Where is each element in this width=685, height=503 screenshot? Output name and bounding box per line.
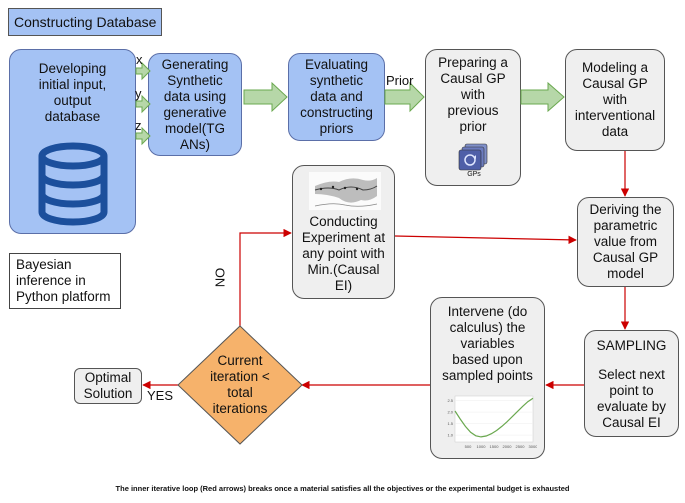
sampling-title: SAMPLING: [596, 338, 667, 353]
chart-xtick-label: 500: [465, 444, 472, 449]
red-arrow-decision-no: [239, 228, 292, 326]
green-arrow-z: [135, 126, 151, 146]
developing-database-box: Developing initial input, output databas…: [9, 49, 136, 234]
chart-ytick-label: 1.0: [447, 433, 453, 438]
chart-ytick-label: 1.5: [447, 421, 453, 426]
chart-series-line: [454, 397, 534, 438]
conducting-experiment-box: Conducting Experiment at any point with …: [292, 165, 395, 299]
decision-diamond: [177, 325, 303, 445]
generating-synthetic-box: Generating Synthetic data using generati…: [148, 53, 242, 156]
label-y: y: [135, 86, 142, 101]
green-arrow-x: [135, 61, 151, 81]
label-no: NO: [212, 267, 228, 288]
preparing-causal-gp-label: Preparing a Causal GP with previous prio…: [438, 55, 508, 134]
chart-plot-area: [454, 395, 534, 443]
green-arrow-preparing-modeling: [520, 81, 565, 113]
green-arrow-y: [135, 94, 151, 114]
evaluating-priors-box: Evaluating synthetic data and constructi…: [288, 53, 385, 141]
deriving-parametric-box: Deriving the parametric value from Causa…: [577, 197, 674, 287]
sampling-body: Select next point to evaluate by Causal …: [596, 367, 667, 430]
chart-ytick-label: 2.0: [447, 410, 453, 415]
red-arrow-conducting-deriving: [394, 235, 577, 245]
decision-label: Current iteration < total iterations: [210, 353, 270, 416]
chart-xtick-label: 1000: [477, 444, 487, 449]
label-prior: Prior: [386, 73, 414, 88]
green-arrow-generating-evaluating: [243, 81, 288, 113]
label-x: x: [136, 52, 143, 67]
database-icon: [38, 142, 108, 226]
green-arrow-prior: [384, 81, 425, 113]
footer-note: The inner iterative loop (Red arrows) br…: [115, 484, 570, 493]
preparing-causal-gp-box: Preparing a Causal GP with previous prio…: [425, 49, 521, 186]
label-z: z: [135, 118, 142, 133]
chart-xtick-label: 3000: [529, 444, 537, 449]
optimal-solution-box: Optimal Solution: [74, 368, 142, 404]
intervene-box: Intervene (do calculus) the variables ba…: [430, 297, 545, 459]
developing-database-label: Developing initial input, output databas…: [38, 61, 107, 124]
sampling-box: SAMPLING Select next point to evaluate b…: [584, 330, 679, 437]
page-title: Constructing Database: [8, 8, 162, 36]
bayesian-python-note: Bayesian inference in Python platform: [9, 253, 121, 309]
chart-xtick-label: 2000: [503, 444, 513, 449]
chart-xtick-label: 1500: [490, 444, 500, 449]
chart-ytick-label: 2.5: [447, 398, 453, 403]
gp-posterior-thumbnail: [309, 172, 381, 210]
intervene-label: Intervene (do calculus) the variables ba…: [442, 304, 533, 383]
label-yes: YES: [147, 388, 174, 403]
gps-stack-icon: [458, 143, 488, 171]
chart-xtick-label: 2500: [516, 444, 526, 449]
gps-label: GPs: [467, 171, 481, 178]
modeling-causal-gp-box: Modeling a Causal GP with interventional…: [565, 49, 665, 151]
conducting-experiment-label: Conducting Experiment at any point with …: [301, 214, 386, 293]
